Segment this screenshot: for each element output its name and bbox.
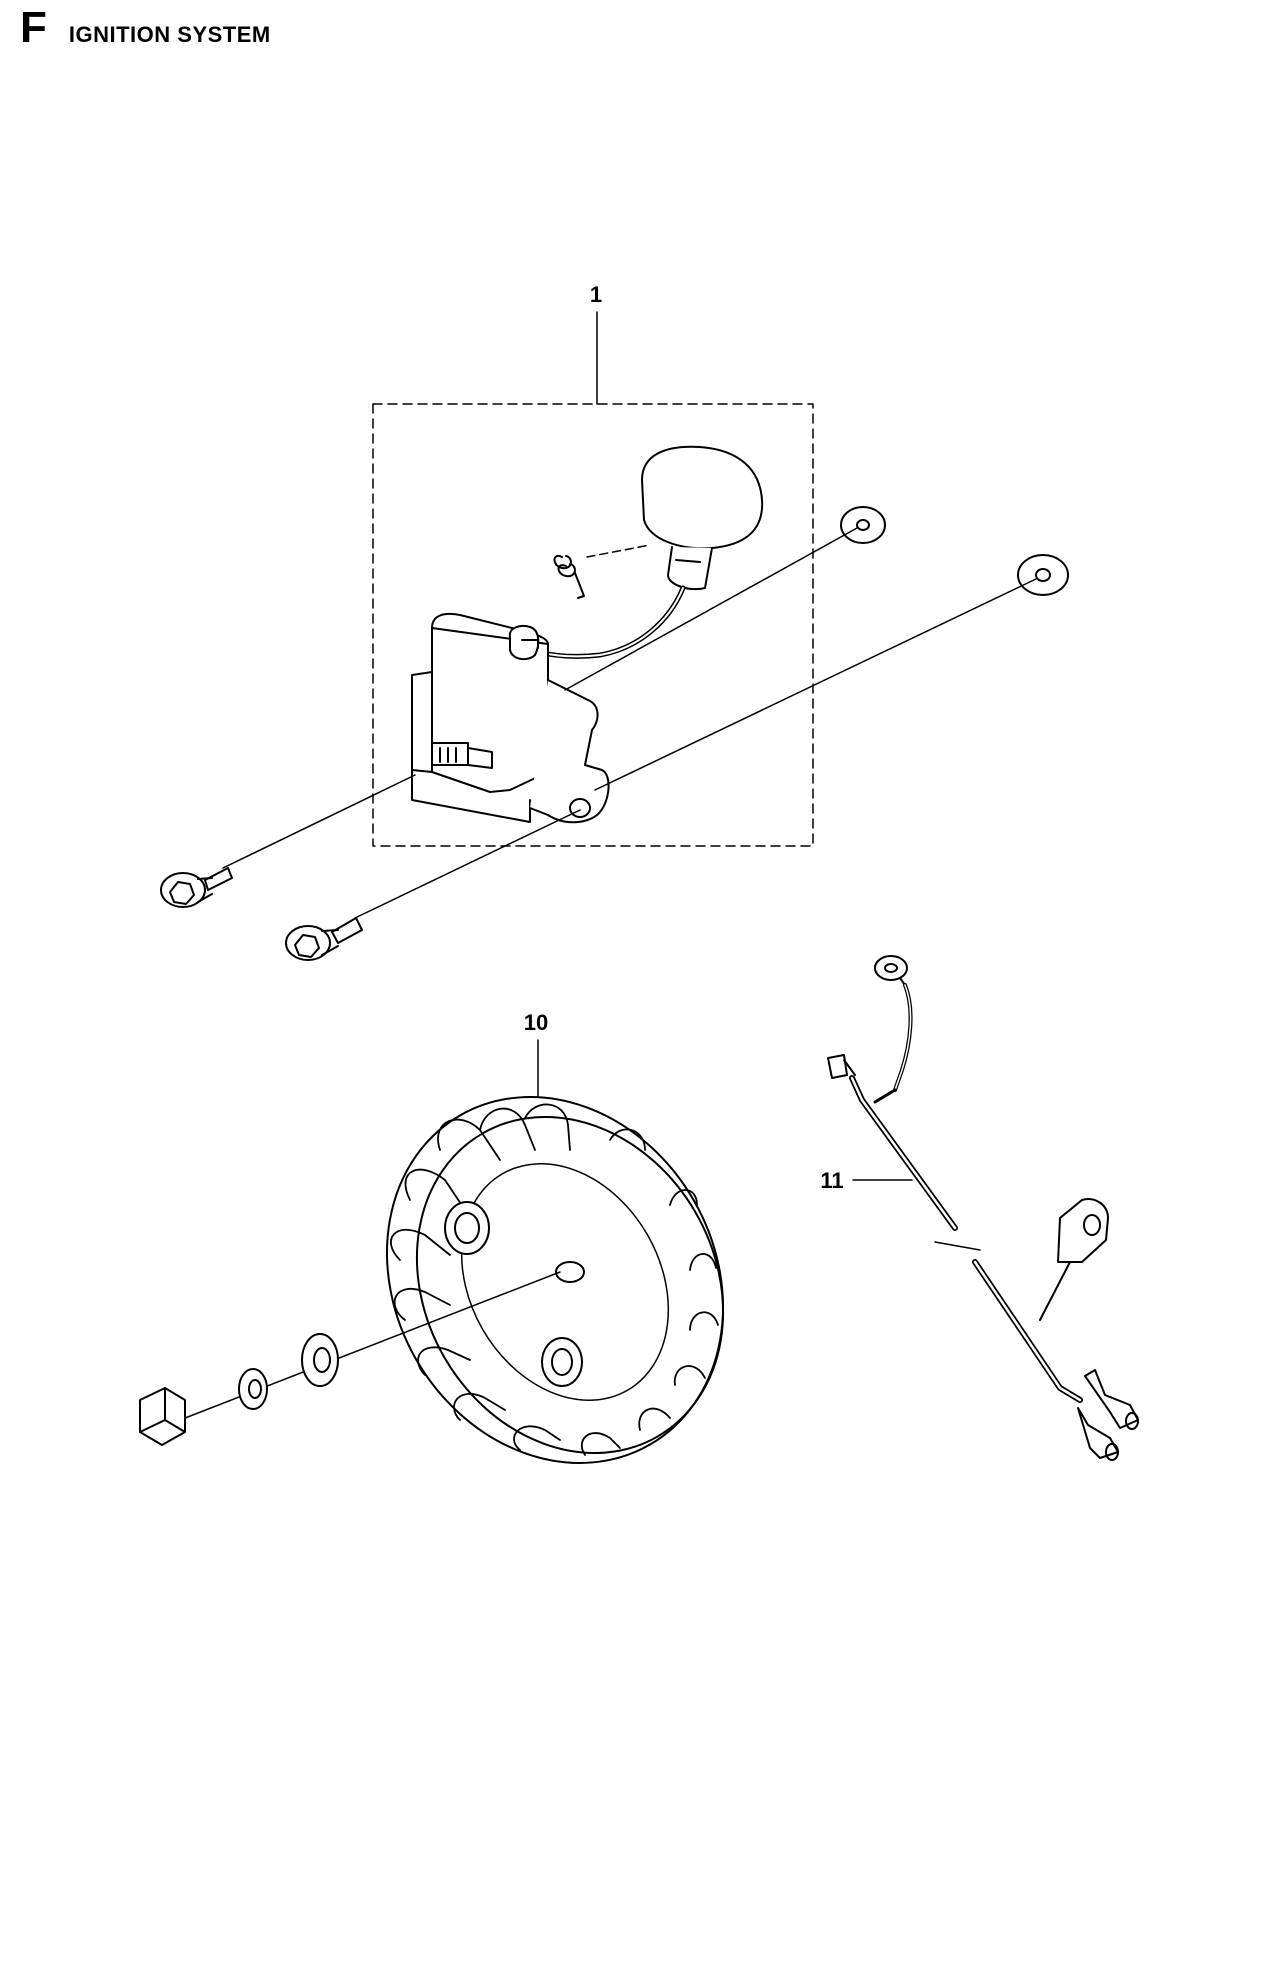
flywheel-group: 10: [139, 1010, 725, 1464]
callout-10: 10: [524, 1010, 548, 1035]
mounting-screw-2: [285, 917, 363, 961]
flywheel-nut: [139, 1387, 186, 1446]
wire-harness-group: 11: [820, 955, 1139, 1461]
flywheel-fins: [390, 1103, 719, 1456]
mounting-screw-1: [160, 867, 233, 908]
ignition-coil-body: [411, 612, 610, 824]
callout-1: 1: [590, 282, 602, 307]
flywheel-washer: [301, 1333, 339, 1387]
alignment-line-4: [354, 809, 581, 919]
flywheel-spring-washer: [238, 1368, 268, 1410]
section-letter: F: [20, 3, 47, 52]
washer-upper: [840, 506, 886, 544]
spade-connector: [827, 1054, 856, 1079]
ring-terminal: [874, 955, 908, 986]
main-harness-lower: [972, 1259, 1083, 1403]
alignment-line-3: [222, 774, 416, 869]
assembly-dashed-box: [372, 403, 814, 847]
flywheel-hub: [444, 1201, 585, 1387]
ignition-module-group: 1: [160, 282, 1069, 961]
end-terminal-2: [1077, 1407, 1119, 1461]
washer-lower: [1017, 554, 1069, 596]
end-terminal-1: [1084, 1369, 1139, 1430]
ground-wire: [893, 983, 913, 1092]
harness-break-mark: [934, 1241, 981, 1251]
insulator-block: [1039, 1198, 1109, 1321]
callout-11: 11: [820, 1168, 843, 1193]
alignment-line-2: [594, 578, 1037, 791]
section-title: IGNITION SYSTEM: [68, 22, 271, 47]
page-header: F IGNITION SYSTEM: [20, 6, 271, 50]
spring-clip: [553, 544, 651, 599]
alignment-line-1: [564, 527, 858, 691]
spark-plug-boot: [641, 445, 764, 591]
